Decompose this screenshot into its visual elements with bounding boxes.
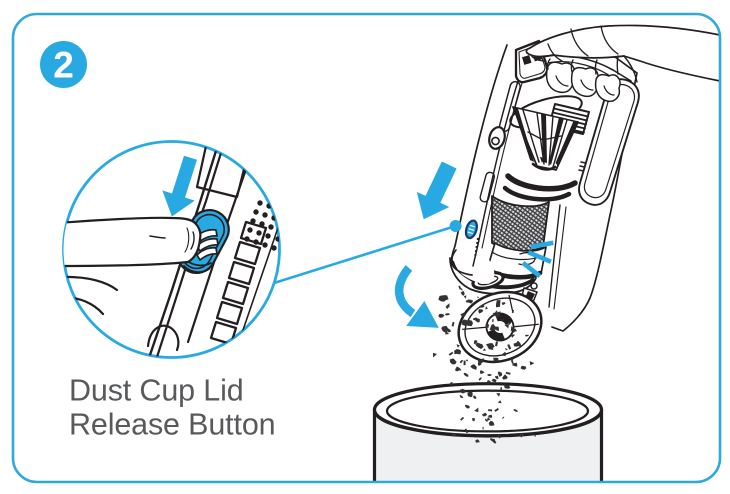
- svg-text:Dust Cup Lid: Dust Cup Lid: [69, 374, 244, 408]
- svg-text:2: 2: [53, 45, 74, 86]
- svg-text:Release Button: Release Button: [69, 407, 275, 441]
